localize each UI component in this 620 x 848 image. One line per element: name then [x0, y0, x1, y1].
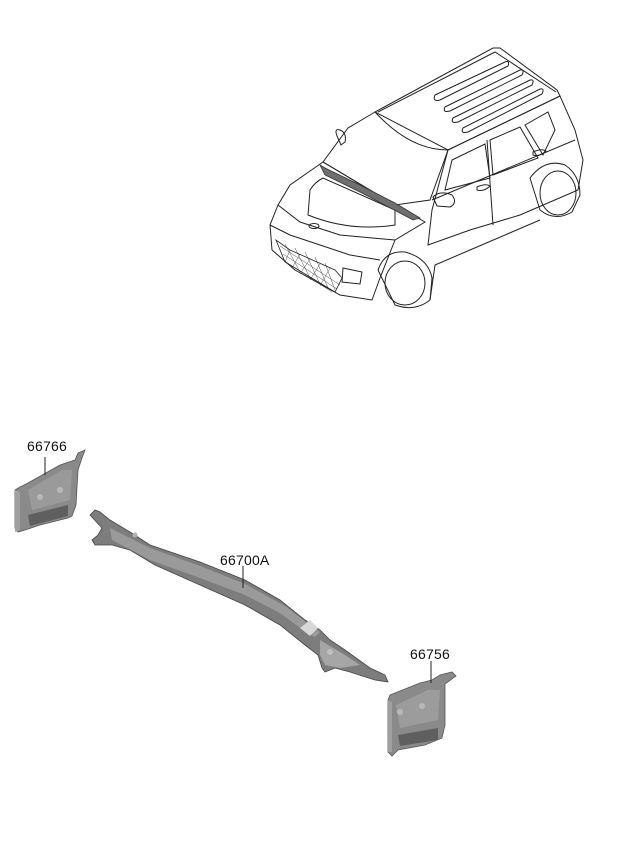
part-label-66700A[interactable]: 66700A	[220, 552, 270, 568]
part-label-66766[interactable]: 66766	[27, 438, 67, 454]
part-66700A-shape[interactable]	[89, 509, 389, 683]
part-66756-shape[interactable]	[387, 661, 457, 757]
part-66766-shape[interactable]	[14, 449, 86, 533]
highlighted-cowl-on-vehicle	[319, 163, 421, 221]
part-label-66756[interactable]: 66756	[410, 646, 450, 662]
